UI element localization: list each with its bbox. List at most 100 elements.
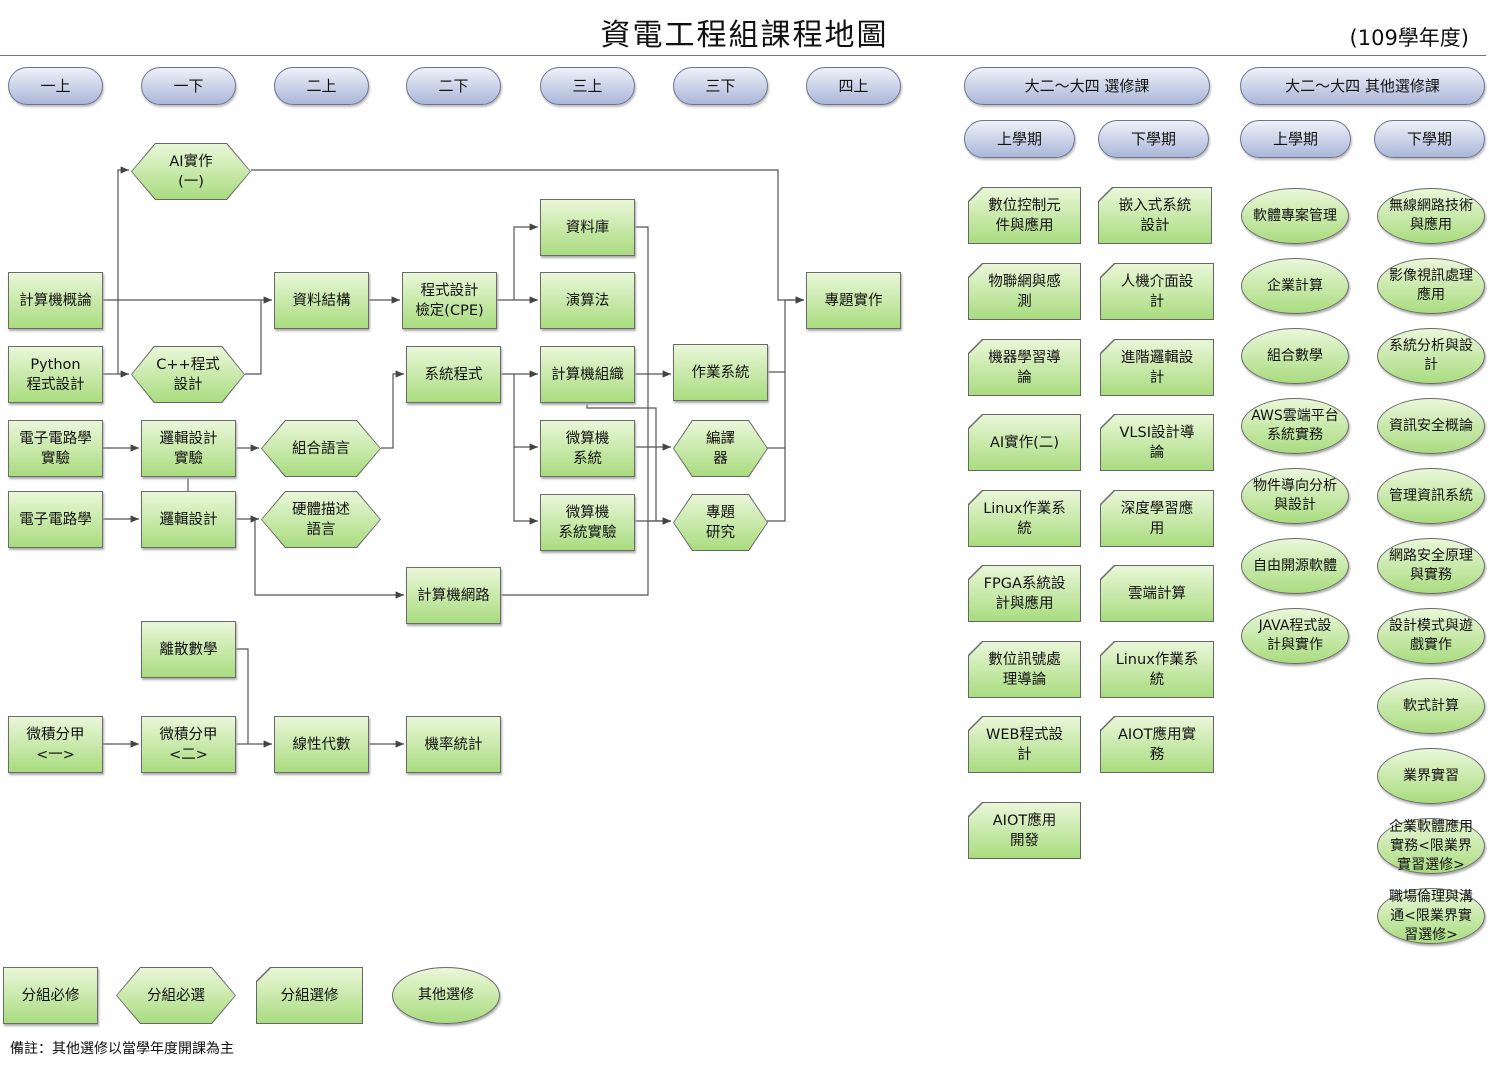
course-calc2-label: 微積分甲 <二>: [159, 726, 218, 763]
course-algo-label: 演算法: [565, 292, 610, 309]
course-research-label: 專題 研究: [706, 504, 735, 541]
term-y1b-label: 一下: [173, 77, 204, 95]
term-elective[interactable]: 大二～大四 選修課: [964, 67, 1210, 105]
term-y1a[interactable]: 一上: [8, 67, 103, 105]
other-elective-s1-course-label: 自由開源軟體: [1253, 557, 1337, 574]
term-other-elective-label: 大二～大四 其他選修課: [1285, 77, 1440, 95]
other-elective-s2-course: 職場倫理與溝 通<限業界實 習選修>: [1377, 888, 1485, 944]
elective-s2-course: 雲端計算: [1100, 565, 1214, 622]
term-elective-label: 大二～大四 選修課: [1024, 77, 1150, 95]
course-logic-label: 邏輯設計: [159, 511, 218, 528]
term-y4a[interactable]: 四上: [806, 67, 901, 105]
course-calc2: 微積分甲 <二>: [141, 716, 236, 773]
legend-required-choice-label: 分組必選: [147, 987, 205, 1004]
course-ai1: AI實作 (一): [131, 143, 251, 200]
course-logic-lab: 邏輯設計 實驗: [141, 420, 236, 477]
legend-other-elective: 其他選修: [392, 967, 500, 1024]
elective-s1-course-label: WEB程式設 計: [986, 726, 1063, 763]
semester-el_s2[interactable]: 下學期: [1098, 120, 1209, 158]
other-elective-s2-course-label: 職場倫理與溝 通<限業界實 習選修>: [1389, 888, 1473, 943]
course-hdl: 硬體描述 語言: [261, 491, 381, 548]
course-capstone-label: 專題實作: [824, 292, 883, 309]
term-y2b-label: 二下: [438, 77, 469, 95]
elective-s2-course: 進階邏輯設 計: [1100, 339, 1214, 396]
course-micro-lab-label: 微算機 系統實驗: [558, 504, 617, 541]
semester-ot_s2[interactable]: 下學期: [1374, 120, 1485, 158]
other-elective-s1-course: JAVA程式設 計與實作: [1241, 608, 1349, 664]
course-asm-label: 組合語言: [292, 440, 350, 457]
other-elective-s1-course: 軟體專案管理: [1241, 188, 1349, 244]
elective-s1-course: 機器學習導 論: [968, 339, 1081, 396]
course-cpe: 程式設計 檢定(CPE): [402, 272, 497, 329]
semester-el_s1[interactable]: 上學期: [964, 120, 1075, 158]
course-elec: 電子電路學: [8, 491, 103, 548]
course-sysprog-label: 系統程式: [424, 366, 483, 383]
course-compiler: 編譯 器: [673, 420, 768, 477]
course-intro-cs: 計算機概論: [8, 272, 103, 329]
term-other-elective[interactable]: 大二～大四 其他選修課: [1240, 67, 1485, 105]
term-y3b[interactable]: 三下: [673, 67, 768, 105]
elective-s2-course: 深度學習應 用: [1100, 490, 1214, 547]
other-elective-s2-course-label: 管理資訊系統: [1389, 487, 1473, 504]
course-compiler-label: 編譯 器: [706, 430, 735, 467]
elective-s1-course-label: 數位訊號處 理導論: [988, 651, 1061, 688]
other-elective-s1-course-label: 組合數學: [1267, 347, 1323, 364]
other-elective-s2-course: 企業軟體應用 實務<限業界 實習選修>: [1377, 818, 1485, 874]
elective-s2-course-label: 人機介面設 計: [1120, 273, 1194, 310]
term-y2a-label: 二上: [306, 77, 337, 95]
other-elective-s2-course-label: 無線網路技術 與應用: [1389, 198, 1473, 233]
course-linalg-label: 線性代數: [292, 736, 351, 753]
elective-s2-course: 人機介面設 計: [1100, 263, 1214, 320]
other-elective-s2-course-label: 設計模式與遊 戲實作: [1389, 618, 1473, 653]
term-y2a[interactable]: 二上: [274, 67, 369, 105]
other-elective-s1-course-label: 軟體專案管理: [1253, 207, 1337, 224]
other-elective-s1-course-label: AWS雲端平台 系統實務: [1251, 408, 1339, 443]
term-y2b[interactable]: 二下: [406, 67, 501, 105]
course-db-label: 資料庫: [565, 219, 610, 236]
other-elective-s2-course: 資訊安全概論: [1377, 398, 1485, 454]
elective-s1-course-label: 數位控制元 件與應用: [988, 197, 1061, 234]
semester-ot_s1-label: 上學期: [1272, 130, 1318, 148]
elective-s2-course-label: Linux作業系 統: [1115, 651, 1199, 688]
term-y3a[interactable]: 三上: [540, 67, 635, 105]
semester-ot_s1[interactable]: 上學期: [1240, 120, 1351, 158]
other-elective-s1-course: 自由開源軟體: [1241, 538, 1349, 594]
course-db: 資料庫: [540, 199, 635, 256]
elective-s1-course: 物聯網與感 測: [968, 263, 1081, 320]
term-y1b[interactable]: 一下: [141, 67, 236, 105]
semester-el_s2-label: 下學期: [1130, 130, 1176, 148]
elective-s1-course: WEB程式設 計: [968, 716, 1081, 773]
course-research: 專題 研究: [673, 494, 768, 551]
elective-s1-course: AI實作(二): [968, 414, 1081, 471]
other-elective-s2-course: 管理資訊系統: [1377, 468, 1485, 524]
semester-el_s1-label: 上學期: [996, 130, 1042, 148]
other-elective-s2-course: 網路安全原理 與實務: [1377, 538, 1485, 594]
course-prob-label: 機率統計: [424, 736, 483, 753]
course-cpp-label: C++程式 設計: [156, 356, 220, 393]
course-elec-lab: 電子電路學 實驗: [8, 420, 103, 477]
legend-other-elective-label: 其他選修: [418, 987, 474, 1003]
elective-s2-course-label: 嵌入式系統 設計: [1118, 197, 1192, 234]
course-hdl-label: 硬體描述 語言: [292, 501, 350, 538]
other-elective-s1-course-label: 企業計算: [1267, 277, 1323, 294]
elective-s1-course-label: 物聯網與感 測: [988, 273, 1061, 310]
other-elective-s2-course: 無線網路技術 與應用: [1377, 188, 1485, 244]
course-micro: 微算機 系統: [540, 420, 635, 477]
title-divider: [0, 55, 1486, 56]
course-micro-label: 微算機 系統: [565, 430, 610, 467]
other-elective-s2-course: 設計模式與遊 戲實作: [1377, 608, 1485, 664]
other-elective-s2-course: 業界實習: [1377, 748, 1485, 804]
course-discrete: 離散數學: [141, 621, 236, 678]
elective-s1-course-label: AI實作(二): [989, 434, 1059, 451]
elective-s1-course-label: 機器學習導 論: [988, 349, 1061, 386]
other-elective-s2-course-label: 影像視訊處理 應用: [1389, 268, 1473, 303]
elective-s1-course: 數位訊號處 理導論: [968, 641, 1081, 698]
elective-s1-course: Linux作業系 統: [968, 490, 1081, 547]
course-os: 作業系統: [673, 344, 768, 401]
elective-s2-course: Linux作業系 統: [1100, 641, 1214, 698]
elective-s2-course-label: 雲端計算: [1128, 585, 1186, 602]
footnote: 備註：其他選修以當學年度開課為主: [10, 1041, 234, 1057]
other-elective-s1-course: 企業計算: [1241, 258, 1349, 314]
course-capstone: 專題實作: [806, 272, 901, 329]
